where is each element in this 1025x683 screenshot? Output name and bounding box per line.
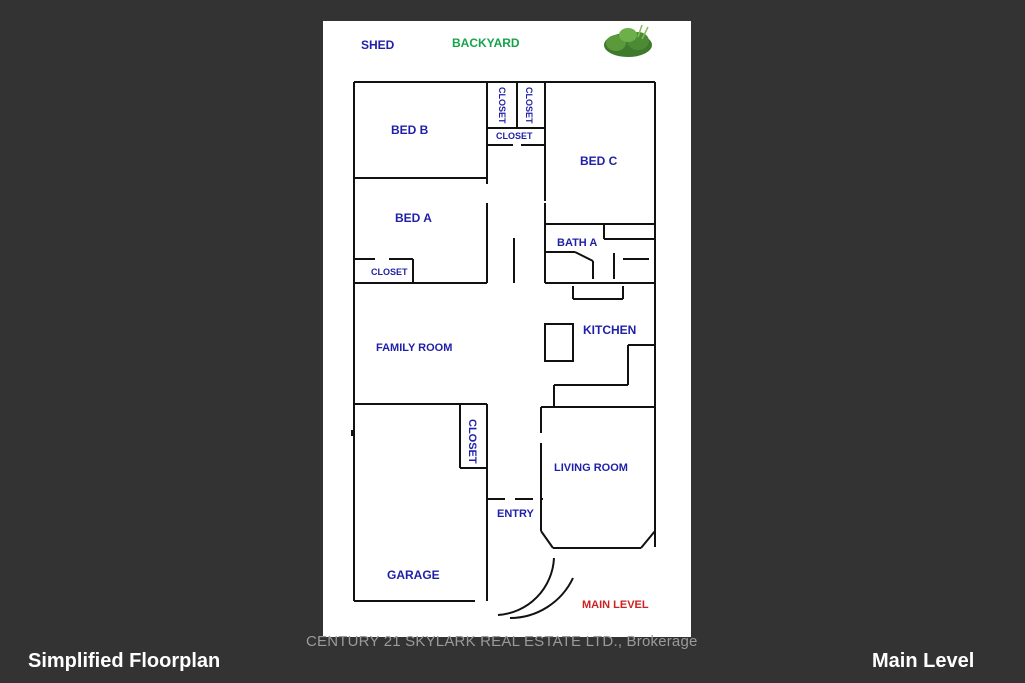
closet-label-1: CLOSET — [497, 87, 507, 124]
closet-garage-label: CLOSET — [466, 419, 478, 464]
backyard-label: BACKYARD — [452, 36, 520, 50]
garage-label: GARAGE — [387, 568, 440, 582]
closet-label-2: CLOSET — [524, 87, 534, 124]
floorplan-walls — [351, 81, 656, 619]
caption-right: Main Level — [872, 650, 975, 672]
shrub-icon — [598, 21, 656, 66]
living-room-label: LIVING ROOM — [554, 462, 628, 474]
closet-label-4: CLOSET — [371, 267, 408, 277]
family-room-label: FAMILY ROOM — [376, 342, 453, 354]
bed-c-label: BED C — [580, 154, 618, 168]
kitchen-label: KITCHEN — [583, 323, 637, 337]
closet-label-3: CLOSET — [496, 131, 533, 141]
main-level-mark: MAIN LEVEL — [582, 599, 649, 611]
floorplan-sheet: SHED BACKYARD BED B BED C BED A CLOSET C… — [323, 21, 691, 637]
brokerage-watermark: CENTURY 21 SKYLARK REAL ESTATE LTD., Bro… — [306, 633, 698, 650]
caption-left: Simplified Floorplan — [28, 650, 221, 672]
entry-label: ENTRY — [497, 508, 534, 520]
bed-a-label: BED A — [395, 211, 432, 225]
bed-b-label: BED B — [391, 123, 429, 137]
shed-label: SHED — [361, 38, 395, 52]
bath-a-label: BATH A — [557, 237, 598, 249]
